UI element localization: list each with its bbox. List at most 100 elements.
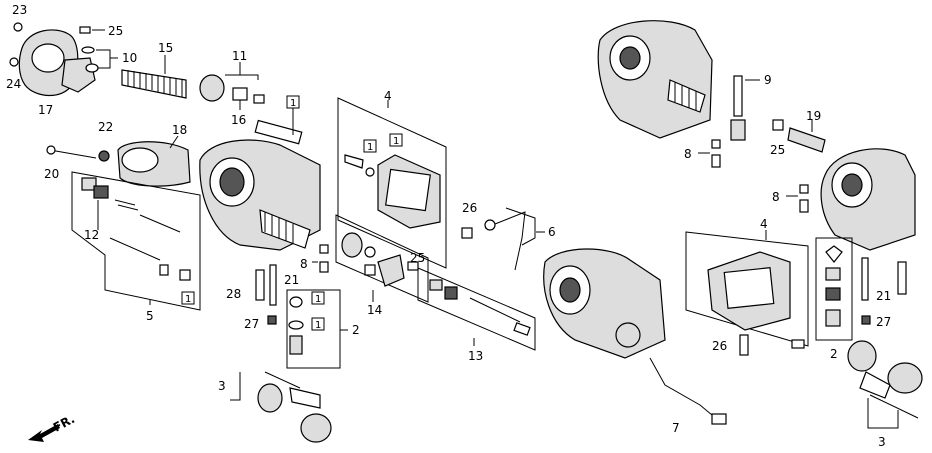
screw-26-right [739, 334, 749, 356]
cable-7 [649, 357, 719, 421]
callout-17: 17 [38, 103, 53, 117]
screw-4 [344, 154, 364, 169]
float-group-14 [335, 214, 429, 303]
carb-pulley [615, 322, 641, 348]
ref-box-1d [389, 133, 403, 147]
ref-box-1a [181, 291, 195, 305]
callout-4b: 4 [760, 217, 768, 231]
choke-group-3 [230, 371, 332, 443]
float-clip [364, 264, 376, 276]
needle-head [46, 145, 56, 155]
cap-27-right [861, 315, 871, 325]
callout-25b: 25 [410, 251, 425, 265]
callout-24: 24 [6, 77, 21, 91]
callout-12: 12 [84, 228, 99, 242]
jet-kit-2-center: 1 1 [286, 289, 348, 369]
jet-2b-b [825, 287, 841, 301]
callout-4a: 4 [384, 89, 392, 103]
float-pin [364, 246, 376, 258]
carb-bore-d-inner [841, 173, 863, 197]
diaphragm-group-11 [199, 62, 265, 110]
ref-box-1f [311, 317, 325, 331]
carb-ribs [264, 212, 294, 244]
screw-8b [319, 261, 329, 273]
piston-cap [199, 74, 225, 102]
oring-4 [365, 167, 375, 177]
float-chamber-group-4-right [685, 230, 809, 356]
callout-3b: 3 [878, 435, 886, 449]
top-cover-assembly [9, 22, 118, 97]
pilot-screw-28-right [897, 261, 907, 295]
callout-2a: 2 [352, 323, 360, 337]
carb-body-left: 1 [199, 95, 321, 251]
frame-2b [815, 237, 853, 341]
screw-8a [319, 244, 329, 254]
pilot-screw-21-right [861, 257, 869, 301]
choke-group-3-right [847, 340, 923, 429]
callout-25a: 25 [108, 24, 123, 38]
carb-bore-b-inner [559, 277, 581, 303]
cover-lever [61, 57, 96, 93]
callout-6: 6 [548, 225, 556, 239]
carb-bore-c-inner [619, 46, 641, 70]
jet-holder [81, 177, 97, 191]
float-chamber-group-4: 1 1 [337, 97, 447, 269]
callout-19: 19 [806, 109, 821, 123]
ref-box-1e-label: 1 [315, 294, 321, 305]
frame-13 [417, 267, 536, 351]
callout-3a: 3 [218, 379, 226, 393]
needle-jet [93, 185, 109, 199]
ref-box-1c-label: 1 [367, 142, 373, 153]
valve-2 [825, 245, 843, 263]
carb-bore-inner [219, 167, 245, 197]
washer-10a [81, 46, 95, 54]
choke-rod [264, 371, 301, 389]
ref-box-1e [311, 291, 325, 305]
choke-cap-b [300, 413, 332, 443]
chamber-cavity-right [723, 267, 775, 309]
frame-4-right [685, 231, 809, 347]
needle-20 [49, 149, 97, 159]
callout-13: 13 [468, 349, 483, 363]
ref-box-1c [363, 139, 377, 153]
callout-26a: 26 [462, 201, 477, 215]
callout-15: 15 [158, 41, 173, 55]
funnel-mouth [121, 147, 159, 173]
tube-13 [469, 297, 521, 323]
sensor-rod [733, 75, 743, 117]
callout-21b: 21 [876, 289, 891, 303]
bolt-26 [461, 227, 473, 239]
spring-coils [127, 70, 183, 97]
choke-rod-right [869, 394, 919, 419]
carb-body-center [543, 248, 727, 425]
choke-lever [289, 387, 321, 409]
frame-4 [337, 97, 447, 269]
cap-27 [267, 315, 277, 325]
jet-group-13 [417, 267, 536, 351]
callout-23: 23 [12, 3, 27, 17]
nut-a [159, 264, 169, 276]
float-body [377, 254, 405, 287]
oring-2b [288, 320, 304, 330]
callout-7: 7 [672, 421, 680, 435]
callout-27b: 27 [876, 315, 891, 329]
ref-box-1b-label: 1 [290, 98, 296, 109]
screw-8c [711, 139, 721, 149]
jet-2b-a [825, 267, 841, 281]
callout-8b: 8 [684, 147, 692, 161]
pilot-screw-21 [269, 264, 277, 306]
cable-end-7 [711, 413, 727, 425]
pilot-screw-center [255, 264, 277, 325]
callout-5: 5 [146, 309, 154, 323]
float-valve [341, 232, 363, 258]
bracket-3-right [867, 398, 899, 429]
tube-long [139, 214, 181, 233]
jet-group-5: 1 [71, 171, 201, 311]
jet-2b-c [825, 309, 841, 327]
screw-25b [407, 261, 419, 271]
callout-21a: 21 [284, 273, 299, 287]
callout-9: 9 [764, 73, 772, 87]
small-nut [253, 94, 265, 104]
callout-25c: 25 [770, 143, 785, 157]
callout-28a: 28 [226, 287, 241, 301]
